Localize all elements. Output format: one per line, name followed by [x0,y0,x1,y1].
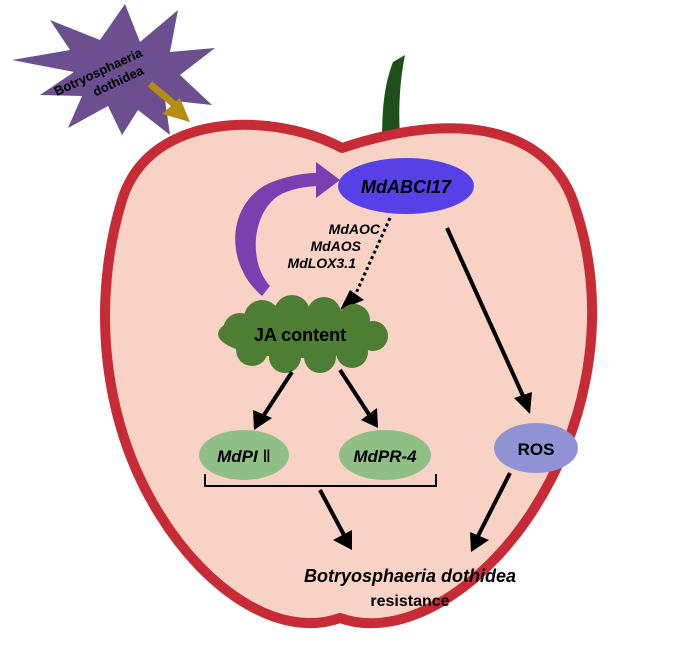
arrow-ja-to-mdpi [260,370,294,420]
arrow-mdabci17-to-ros-head [514,392,532,414]
mdabci17-node [338,158,474,214]
arrow-ros-to-resistance-head [470,532,489,552]
dotted-arrow-head [340,290,364,310]
mdpi-label-roman: Ⅱ [258,447,271,466]
ros-node [494,423,578,473]
mdpi-label-italic: MdPI [217,447,259,466]
mdpr4-label: MdPR-4 [353,447,417,466]
ja-content-label: JA content [254,325,346,345]
pathogen-arrow-head [162,98,190,122]
target-bracket [204,474,437,487]
ja-content-cloud [218,295,388,373]
pathogen-arrow-shaft [147,81,178,108]
apple-body [100,119,598,629]
arrow-mdabci17-to-ros [445,227,526,399]
gene-label-mdaos: MdAOS [310,238,361,254]
gene-label-mdaoc: MdAOC [329,221,381,237]
outcome-line2: resistance [370,593,449,610]
arrow-bracket-to-resistance-head [333,530,352,550]
mdpr4-node [339,430,431,480]
ros-label: ROS [518,440,555,459]
feedback-arrow-head [316,162,340,198]
mdpi-label: MdPI Ⅱ [217,447,271,466]
outcome-line1: Botryosphaeria dothidea [304,566,516,586]
gene-label-mdlox31: MdLOX3.1 [288,255,357,271]
arrow-ja-to-mdpr4-head [361,408,378,428]
mdpi-node [199,430,289,480]
arrow-ros-to-resistance [476,472,512,537]
feedback-arrow-shaft [235,172,322,296]
arrow-bracket-to-resistance [318,489,346,536]
mdabci17-label: MdABCI17 [361,177,452,197]
pathogen-star [12,4,215,135]
arrow-ja-to-mdpi-head [253,410,272,430]
arrow-ja-to-mdpr4 [338,368,372,418]
